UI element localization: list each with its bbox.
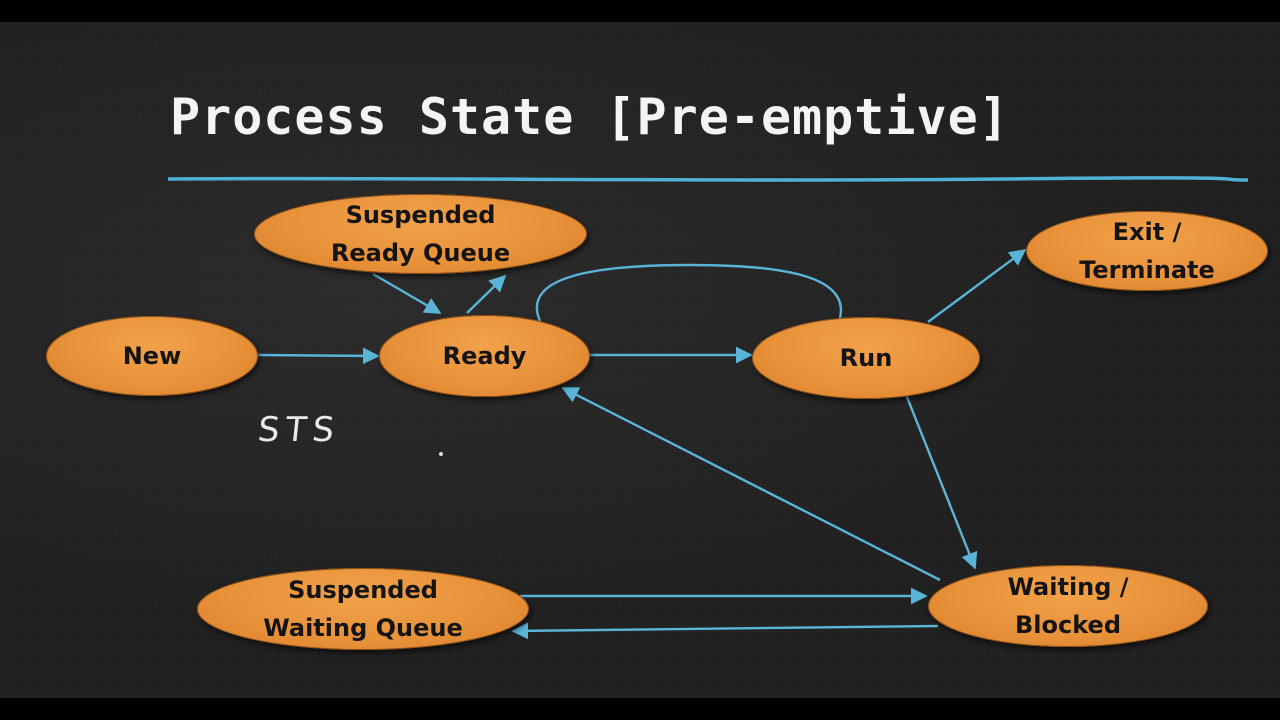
arrow-run-to-waiting	[903, 391, 978, 570]
state-ready-label: Ready	[442, 342, 527, 370]
chalk-dot	[439, 452, 443, 456]
state-waiting-line2: Blocked	[1014, 611, 1121, 639]
letterbox-top	[0, 0, 1280, 22]
slide-title: Process State [Pre-emptive]	[170, 88, 1010, 146]
state-suspended-waiting-line2: Waiting Queue	[263, 614, 463, 642]
arrow-new-to-ready	[257, 347, 380, 365]
state-exit-terminate: Exit / Terminate	[1026, 211, 1268, 291]
arrow-run-ready-loop	[535, 263, 843, 322]
arrow-ready-to-suspended-ready	[466, 274, 507, 314]
state-suspended-ready-queue: Suspended Ready Queue	[254, 194, 587, 274]
handwritten-annotation: STS	[255, 410, 343, 450]
arrow-run-to-exit	[927, 248, 1027, 323]
letterbox-bottom	[0, 698, 1280, 720]
state-ready: Ready	[379, 315, 590, 397]
state-new: New	[46, 316, 258, 396]
state-suspended-ready-line1: Suspended	[345, 201, 496, 229]
state-waiting-line1: Waiting /	[1007, 573, 1129, 601]
state-waiting-blocked: Waiting / Blocked	[928, 565, 1208, 647]
state-run: Run	[752, 317, 980, 399]
title-underline	[167, 176, 1249, 182]
arrow-waiting-to-suspended-waiting	[511, 622, 939, 640]
state-exit-line2: Terminate	[1079, 256, 1215, 284]
state-new-label: New	[122, 342, 182, 370]
state-suspended-ready-line2: Ready Queue	[330, 239, 511, 267]
state-run-label: Run	[839, 344, 893, 372]
arrow-suspended-ready-to-ready	[372, 272, 442, 315]
state-suspended-waiting-queue: Suspended Waiting Queue	[197, 568, 529, 650]
state-suspended-waiting-line1: Suspended	[288, 576, 438, 604]
arrow-waiting-to-ready	[561, 386, 941, 582]
state-exit-line1: Exit /	[1112, 218, 1182, 246]
